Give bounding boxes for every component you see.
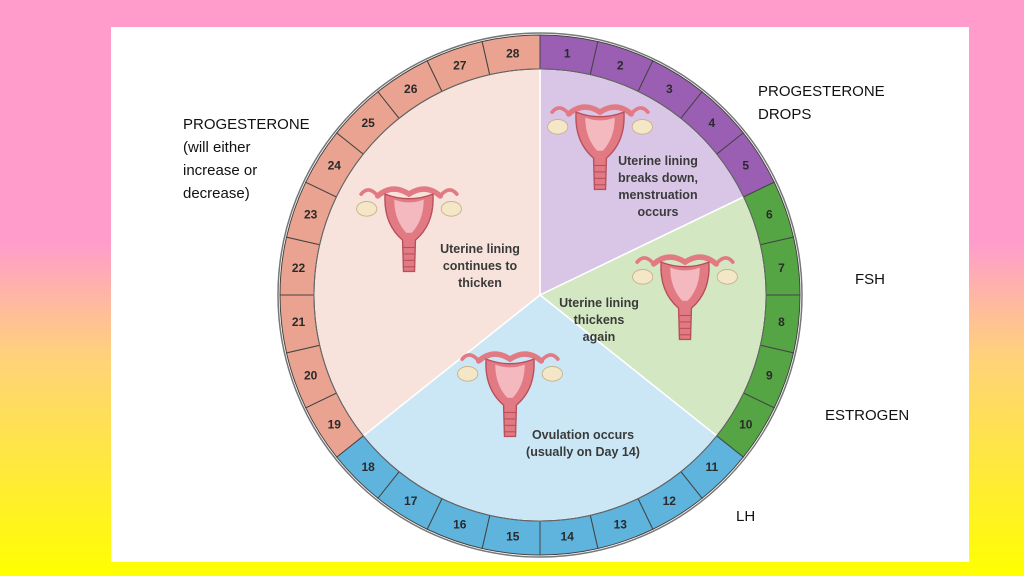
lh-label: LH: [736, 508, 756, 525]
fsh-label: FSH: [855, 271, 885, 288]
day-number: 28: [506, 47, 520, 61]
day-number: 26: [404, 82, 418, 96]
phase-caption-menstruation: menstruation: [618, 188, 697, 202]
day-number: 15: [506, 529, 520, 543]
uterus-icon-ovulation: [457, 351, 563, 438]
day-number: 23: [304, 208, 318, 222]
day-number: 17: [404, 494, 418, 508]
day-number: 14: [561, 529, 575, 543]
estrogen-label: ESTROGEN: [825, 407, 910, 424]
day-number: 12: [663, 494, 677, 508]
day-number: 1: [564, 47, 571, 61]
day-number: 2: [617, 59, 624, 73]
day-number: 19: [328, 417, 342, 431]
day-number: 11: [705, 460, 718, 474]
cycle-inner-border: [313, 68, 767, 522]
phase-caption-secretory: thicken: [458, 276, 502, 290]
day-number: 27: [453, 59, 467, 73]
day-number: 21: [292, 315, 306, 329]
day-number: 20: [304, 368, 318, 382]
phase-caption-ovulation: (usually on Day 14): [526, 445, 640, 459]
phase-caption-menstruation: breaks down,: [618, 171, 698, 185]
day-number: 6: [766, 208, 773, 222]
day-number: 16: [453, 517, 467, 531]
day-number: 4: [708, 116, 715, 130]
phase-caption-secretory: continues to: [443, 259, 518, 273]
phase-caption-proliferative: thickens: [574, 313, 625, 327]
day-number: 24: [328, 159, 342, 173]
day-number: 13: [614, 517, 628, 531]
phase-caption-secretory: Uterine lining: [440, 242, 520, 256]
day-number: 3: [666, 82, 673, 96]
uterus-icon-proliferative: [632, 254, 738, 341]
phase-caption-proliferative: Uterine lining: [559, 296, 639, 310]
slide-panel: PROGESTERONE (will either increase or de…: [111, 27, 969, 562]
day-number: 22: [292, 261, 306, 275]
progesterone-left-label: PROGESTERONE (will either increase or de…: [183, 116, 310, 202]
day-number: 7: [778, 261, 785, 275]
phase-caption-menstruation: Uterine lining: [618, 154, 698, 168]
day-number: 25: [361, 116, 375, 130]
uterus-icon-menstruation: [547, 104, 653, 191]
progesterone-drops-label: PROGESTERONE DROPS: [758, 83, 885, 123]
menstrual-cycle-diagram: 1234567891011121314151617181920212223242…: [277, 32, 803, 558]
day-number: 9: [766, 368, 773, 382]
day-number: 10: [739, 417, 753, 431]
day-number: 5: [742, 159, 749, 173]
uterus-icon-secretory: [356, 186, 462, 273]
day-number: 8: [778, 315, 785, 329]
phase-caption-ovulation: Ovulation occurs: [532, 428, 634, 442]
day-number: 18: [361, 460, 375, 474]
phase-caption-menstruation: occurs: [638, 205, 679, 219]
phase-caption-proliferative: again: [583, 330, 616, 344]
